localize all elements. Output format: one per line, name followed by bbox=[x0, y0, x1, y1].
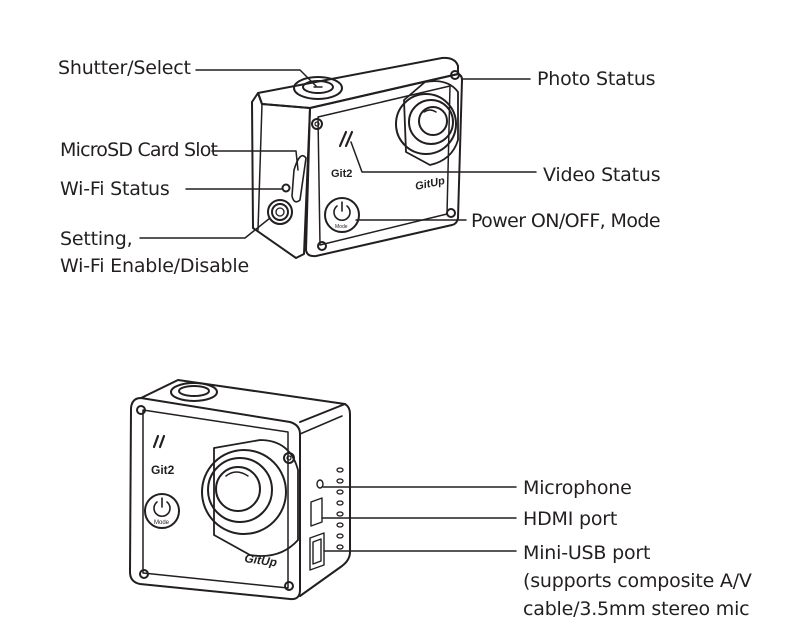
leader-lines-top bbox=[139, 69, 537, 239]
screw-icon bbox=[139, 569, 149, 579]
vent-holes bbox=[336, 467, 344, 550]
screw-icon bbox=[136, 405, 146, 415]
camera-bottom-side-face bbox=[299, 403, 351, 597]
label-setting: Setting, bbox=[60, 228, 133, 250]
label-microphone: Microphone bbox=[523, 477, 632, 499]
screw-icon bbox=[311, 118, 323, 130]
status-light-icon bbox=[152, 434, 166, 449]
camera-brand-text: GitUp bbox=[244, 551, 278, 569]
label-shutter-select: Shutter/Select bbox=[58, 57, 191, 79]
label-microsd-slot: MicroSD Card Slot bbox=[60, 139, 218, 161]
label-photo-status: Photo Status bbox=[537, 68, 656, 90]
shutter-button[interactable] bbox=[170, 382, 218, 402]
power-icon bbox=[333, 205, 351, 221]
label-power-mode: Power ON/OFF, Mode bbox=[471, 210, 661, 232]
screw-icon bbox=[446, 208, 456, 218]
leader-lines-bottom bbox=[321, 486, 517, 552]
label-wifi-enable: Wi-Fi Enable/Disable bbox=[60, 255, 249, 277]
wifi-status-light bbox=[281, 183, 291, 193]
status-light-icon bbox=[338, 130, 354, 148]
shutter-button[interactable] bbox=[293, 76, 343, 100]
screw-icon bbox=[317, 241, 327, 251]
screw-icon bbox=[283, 452, 295, 464]
camera-top-front-face bbox=[305, 73, 463, 258]
camera-bottom-front-face bbox=[129, 397, 301, 601]
hdmi-port bbox=[310, 497, 323, 527]
microsd-slot bbox=[291, 154, 307, 203]
setting-button[interactable] bbox=[267, 199, 293, 225]
camera-top-side-face bbox=[251, 92, 311, 259]
power-button[interactable] bbox=[144, 493, 180, 529]
power-button-text: Mode bbox=[335, 224, 348, 230]
screw-icon bbox=[284, 581, 294, 591]
camera-model-text: Git2 bbox=[151, 463, 175, 477]
lens bbox=[395, 80, 459, 166]
camera-bottom: Git2 GitUp Mode bbox=[129, 379, 351, 601]
label-usb-note-1: (supports composite A/V bbox=[523, 570, 752, 592]
power-icon bbox=[153, 501, 171, 517]
power-button-text: Mode bbox=[154, 520, 170, 526]
label-hdmi-port: HDMI port bbox=[523, 508, 618, 530]
lens bbox=[201, 439, 299, 557]
camera-model-text: Git2 bbox=[331, 168, 352, 180]
label-mini-usb: Mini-USB port bbox=[523, 542, 651, 564]
camera-brand-text: GitUp bbox=[414, 175, 446, 193]
power-button[interactable] bbox=[324, 197, 360, 233]
microphone-port bbox=[316, 479, 324, 489]
label-usb-note-2: cable/3.5mm stereo mic bbox=[523, 598, 750, 620]
label-wifi-status: Wi-Fi Status bbox=[60, 178, 170, 200]
camera-bottom-top-face bbox=[140, 379, 346, 423]
screw-icon bbox=[450, 70, 460, 80]
label-video-status: Video Status bbox=[543, 164, 661, 186]
mini-usb-port bbox=[309, 532, 325, 571]
